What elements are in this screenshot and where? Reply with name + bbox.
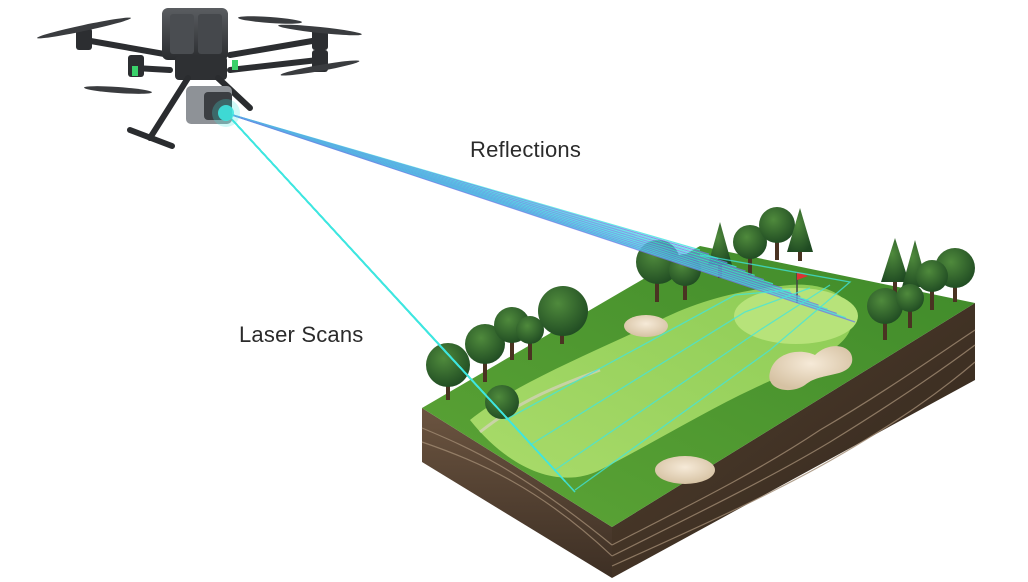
bunker-right [769,346,853,391]
drone-motor [76,28,92,50]
tree [516,316,544,360]
soil-front-face [422,408,612,578]
drone-body-panel [170,14,194,54]
tree [538,286,588,344]
laser-beam [225,112,576,493]
tree [733,225,767,275]
landing-gear [127,75,253,149]
tree [485,385,519,419]
trees [426,207,975,419]
bunker-front [655,456,715,484]
status-light [132,66,138,76]
tree [759,207,795,260]
drone-motor [312,28,328,50]
tree [867,288,903,340]
lidar-emitter [218,105,234,121]
bunker-left [624,315,668,337]
reflection-beams [225,112,856,323]
emitter-glow [212,99,240,127]
tree [916,260,948,310]
reflections-label: Reflections [470,137,582,162]
reflection-beam [225,112,856,323]
tree [896,284,924,328]
tree [465,324,505,382]
soil-right-face [612,303,975,578]
drone-arms [82,37,321,73]
tree [426,343,470,400]
drone-propellers [37,16,362,94]
scan-grid-overlay [504,254,852,491]
flag [797,272,808,280]
laser-scan-beams [225,112,576,493]
soil-strata [421,329,976,567]
tree [881,238,909,295]
drone-body-panel [198,14,222,54]
status-light [232,60,238,70]
tree [787,208,813,261]
laser-scans-label: Laser Scans [239,322,364,347]
lidar-drone-icon [37,8,362,149]
drone-hub [175,56,227,80]
